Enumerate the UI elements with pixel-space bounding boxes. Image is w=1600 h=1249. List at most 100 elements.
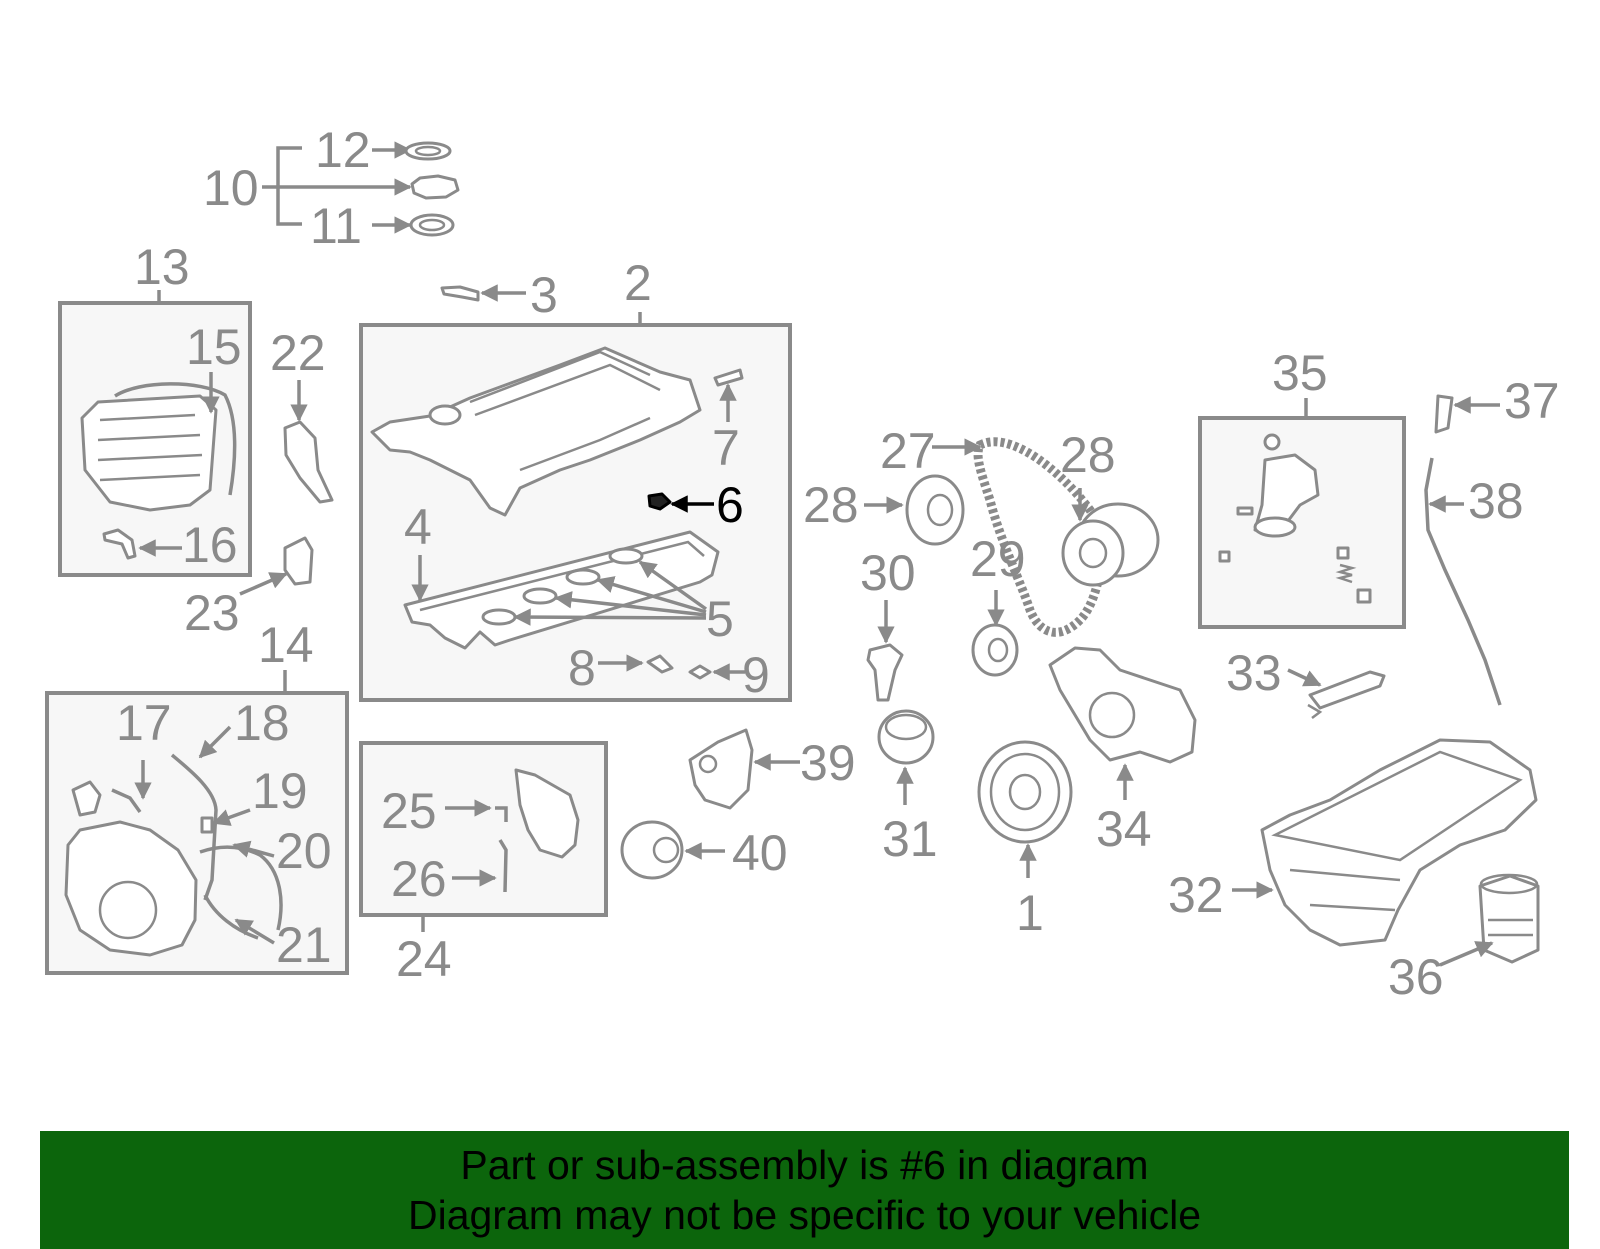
- seal-5c: [565, 568, 601, 586]
- crank-pulley-groove: [989, 752, 1061, 832]
- upper-timing-cover-part-13: [80, 394, 218, 512]
- callout-7: 7: [712, 420, 740, 476]
- dipstick-tube-part-37: [1434, 394, 1454, 434]
- callout-20: 20: [276, 823, 332, 879]
- seal-part-15: [114, 382, 237, 496]
- pulley-part-31: [877, 709, 935, 765]
- callout-38: 38: [1468, 473, 1524, 529]
- callout-16: 16: [182, 517, 238, 573]
- seal-part-20: [199, 845, 283, 931]
- idler-part-40: [620, 820, 684, 880]
- sprocket-28-left-hub: [926, 493, 954, 527]
- plug-35: [1218, 550, 1231, 563]
- callout-4: 4: [404, 499, 432, 555]
- callout-2: 2: [624, 255, 652, 311]
- callout-29: 29: [970, 531, 1026, 587]
- oil-cap-part-10: [410, 174, 460, 200]
- callout-5: 5: [706, 591, 734, 647]
- cap-35: [1356, 588, 1372, 604]
- valve-cover-ridge-2: [474, 363, 661, 417]
- pin-35: [1236, 506, 1254, 516]
- callout-28-right: 28: [1060, 427, 1116, 483]
- arrow-23: [239, 572, 288, 596]
- callout-36: 36: [1388, 949, 1444, 1005]
- callout-1: 1: [1016, 885, 1044, 941]
- sprocket-part-28-right: [1061, 519, 1125, 587]
- callout-10: 10: [203, 160, 259, 216]
- valve-cover-part-2: [370, 346, 702, 517]
- callout-9: 9: [742, 647, 770, 703]
- callout-26: 26: [391, 851, 447, 907]
- oil-pump-rotor: [1088, 691, 1136, 739]
- callout-39: 39: [800, 735, 856, 791]
- arrow-5b: [554, 591, 707, 617]
- sprocket-28-right-hub: [1078, 537, 1108, 569]
- oil-pan-ribs: [1289, 868, 1401, 912]
- lower-timing-cover-part-14: [64, 820, 198, 957]
- arrow-36: [1439, 941, 1494, 967]
- callout-3: 3: [530, 267, 558, 323]
- idler-part-40-hub: [652, 836, 680, 864]
- valve-cover-edge: [519, 416, 651, 472]
- info-banner: Part or sub-assembly is #6 in diagram Di…: [40, 1131, 1569, 1249]
- lower-cover-opening: [98, 880, 158, 940]
- callout-37: 37: [1504, 373, 1560, 429]
- oring-part-11-inner: [418, 218, 446, 232]
- callout-40: 40: [732, 825, 788, 881]
- seal-part-17: [111, 788, 142, 814]
- gasket-part-33: [1308, 670, 1386, 710]
- sensor-part-23: [283, 536, 314, 586]
- callout-12: 12: [315, 122, 371, 178]
- gasket-plate-24: [514, 768, 580, 859]
- oil-pan-part-32: [1260, 738, 1538, 947]
- group-box-35: [1198, 416, 1406, 629]
- timing-belt-part-27: [973, 437, 1106, 637]
- callout-27: 27: [880, 423, 936, 479]
- gasket-part-12: [404, 141, 452, 161]
- callout-24: 24: [396, 931, 452, 987]
- callout-15: 15: [186, 319, 242, 375]
- bracket-part-22: [283, 420, 334, 504]
- gasket-part-33-tail: [1307, 703, 1323, 719]
- tensioner-part-30: [866, 643, 904, 702]
- seal-5a: [481, 608, 517, 626]
- callout-11: 11: [310, 198, 362, 254]
- seal-5b: [522, 587, 558, 605]
- cover-tab: [71, 780, 102, 817]
- arrow-33: [1287, 668, 1322, 687]
- arrow-5c: [596, 576, 707, 614]
- seal-5d: [608, 547, 644, 565]
- oil-filler-neck: [428, 404, 462, 426]
- oil-filter-top: [1479, 873, 1539, 895]
- gasket-part-12-inner: [414, 145, 442, 157]
- arrow-5a: [513, 608, 707, 626]
- bolt-35: [1263, 433, 1281, 451]
- dipstick-part-38: [1424, 457, 1502, 706]
- gasket-part-4-inner: [419, 540, 705, 612]
- callout-31: 31: [882, 811, 938, 867]
- callout-6-highlighted: 6: [716, 477, 744, 533]
- oil-pump-body-part-35: [1253, 453, 1320, 537]
- callout-17: 17: [116, 695, 172, 751]
- callout-13: 13: [134, 239, 190, 295]
- valve-cover-ridge: [469, 350, 651, 404]
- bracket-part-3: [440, 285, 480, 302]
- callout-18: 18: [234, 695, 290, 751]
- hose-part-25: [495, 806, 508, 822]
- crank-pulley-part-1: [977, 740, 1073, 844]
- spring-35: [1335, 563, 1357, 584]
- gasket-part-16: [102, 528, 137, 560]
- callout-21: 21: [276, 917, 332, 973]
- callout-28-left: 28: [803, 477, 859, 533]
- callout-22: 22: [270, 325, 326, 381]
- idler-part-29-hub: [987, 637, 1009, 663]
- callout-35: 35: [1272, 345, 1328, 401]
- valve-35: [1336, 546, 1350, 560]
- grommet-part-7: [713, 368, 744, 387]
- arrow-19: [212, 808, 251, 826]
- oil-filter-bands: [1488, 918, 1533, 937]
- sprocket-part-28-left: [905, 474, 965, 546]
- callout-33: 33: [1226, 645, 1282, 701]
- callout-32: 32: [1168, 867, 1224, 923]
